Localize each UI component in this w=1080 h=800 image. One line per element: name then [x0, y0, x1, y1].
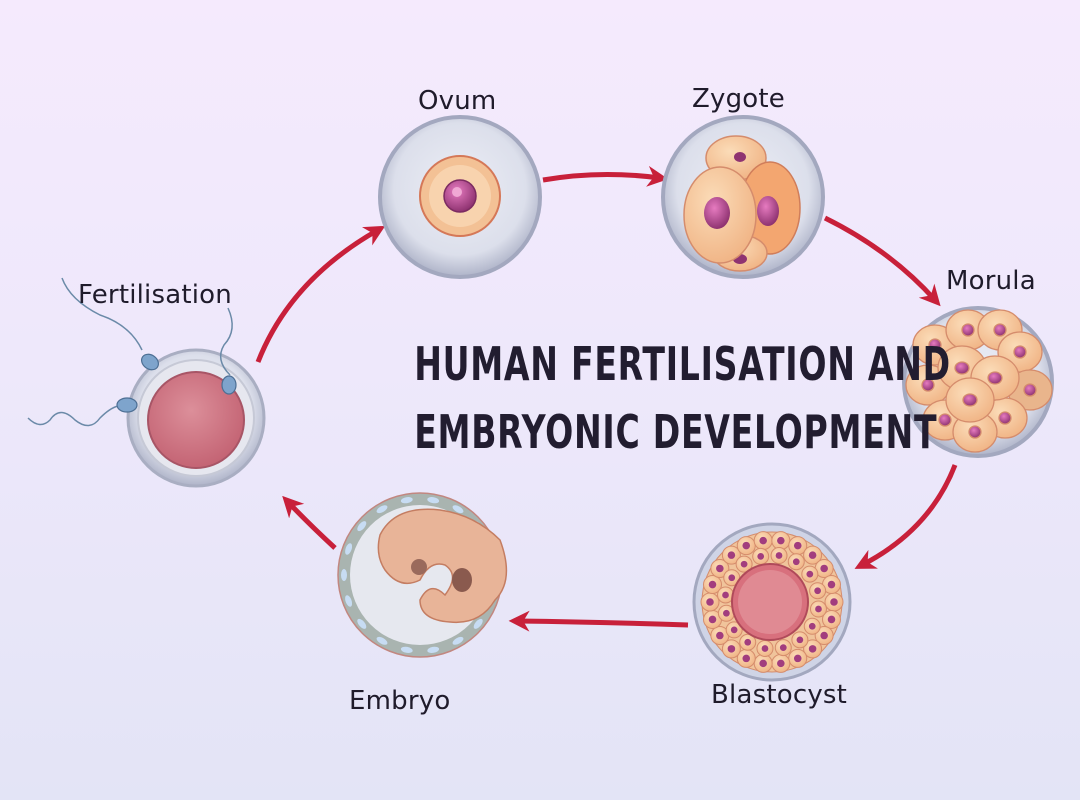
title-line-2: EMBRYONIC DEVELOPMENT	[414, 405, 938, 459]
arrow-fertilisation-to-ovum	[255, 225, 386, 363]
fertilisation-cell-icon	[27, 277, 266, 488]
blastocyst-cell-icon	[692, 522, 852, 682]
arrow-ovum-to-zygote	[542, 165, 669, 187]
arrow-morula-to-blastocyst	[854, 464, 958, 569]
label-morula: Morula	[946, 266, 1036, 296]
arrow-zygote-to-morula	[823, 215, 941, 307]
label-embryo: Embryo	[349, 686, 451, 716]
label-blastocyst: Blastocyst	[711, 680, 848, 710]
morula-cell-icon	[902, 306, 1054, 458]
embryo-cell-icon	[337, 492, 508, 658]
label-zygote: Zygote	[692, 84, 785, 114]
arrow-embryo-to-fertilisation	[282, 495, 337, 550]
zygote-cell-icon	[661, 115, 825, 279]
arrow-blastocyst-to-embryo	[508, 610, 689, 632]
label-ovum: Ovum	[418, 86, 497, 116]
label-fertilisation: Fertilisation	[78, 280, 232, 310]
title-line-1: HUMAN FERTILISATION AND	[414, 337, 951, 391]
ovum-cell-icon	[378, 115, 542, 279]
diagram-title: HUMAN FERTILISATION AND EMBRYONIC DEVELO…	[414, 330, 951, 466]
